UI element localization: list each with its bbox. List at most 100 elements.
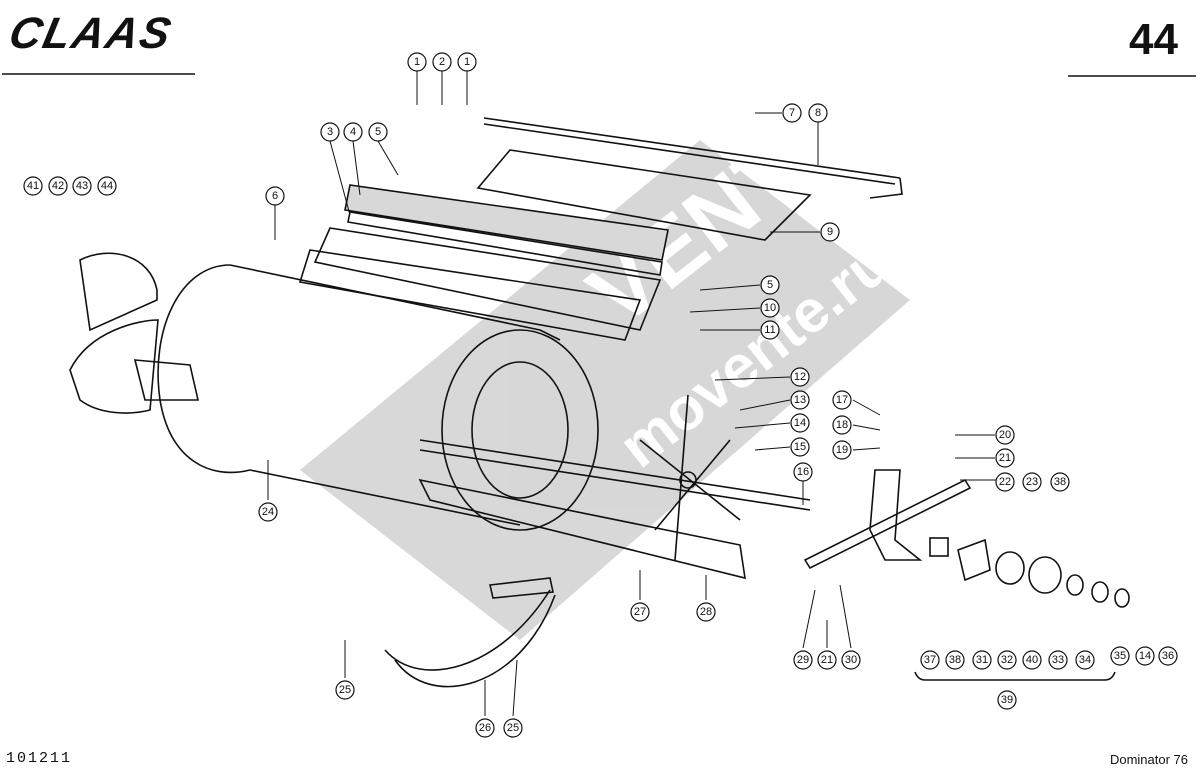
callout-3: 3 [320,122,340,142]
callout-2: 2 [432,52,452,72]
callout-label: 1 [414,56,420,68]
callout-circle [320,122,340,142]
callout-33: 33 [1048,650,1068,670]
callout-28: 28 [696,602,716,622]
callout-34: 34 [1075,650,1095,670]
callout-label: 1 [464,56,470,68]
callout-circle [1075,650,1095,670]
callout-circle [793,650,813,670]
callout-circle [760,275,780,295]
callout-circle [368,122,388,142]
callout-circle [995,472,1015,492]
callout-label: 29 [797,654,809,666]
callout-circle [1048,650,1068,670]
callout-circle [1110,646,1130,666]
callout-20: 20 [995,425,1015,445]
callout-label: 9 [827,226,833,238]
arm-part-22 [803,478,972,570]
page-number: 44 [1129,15,1178,64]
callout-label: 7 [789,107,795,119]
callout-circle [997,650,1017,670]
leader-lines [267,71,1008,717]
callout-circle [343,122,363,142]
callout-6: 6 [265,186,285,206]
callout-label: 5 [767,279,773,291]
callout-9: 9 [820,222,840,242]
callout-label: 16 [797,466,809,478]
callout-label: 44 [101,180,113,192]
callout-19: 19 [832,440,852,460]
callout-label: 34 [1079,654,1091,666]
callout-circle [760,320,780,340]
callout-circle [820,222,840,242]
callout-1: 1 [407,52,427,72]
callout-label: 6 [272,190,278,202]
callout-label: 18 [836,419,848,431]
callout-label: 38 [1054,476,1066,488]
callout-label: 27 [634,606,646,618]
callout-25: 25 [335,680,355,700]
callout-12: 12 [790,367,810,387]
callout-32: 32 [997,650,1017,670]
callout-36: 36 [1158,646,1178,666]
callout-circle [258,502,278,522]
callout-circle [630,602,650,622]
callout-circle [995,425,1015,445]
callout-label: 2 [439,56,445,68]
callout-label: 21 [821,654,833,666]
callout-circle [457,52,477,72]
callout-circle [793,462,813,482]
callout-label: 17 [836,394,848,406]
callout-circle [1050,472,1070,492]
callout-circle [407,52,427,72]
callout-15: 15 [790,437,810,457]
callout-circle [997,690,1017,710]
callout-circle [832,440,852,460]
callout-35: 35 [1110,646,1130,666]
callout-label: 42 [52,180,64,192]
callout-label: 11 [764,324,775,336]
callout-24: 24 [258,502,278,522]
callout-circle [1022,472,1042,492]
callout-label: 20 [999,429,1011,441]
callout-label: 14 [1139,650,1151,662]
callout-30: 30 [841,650,861,670]
callout-label: 12 [794,371,806,383]
callout-label: 40 [1026,654,1038,666]
callout-label: 21 [999,452,1011,464]
callout-5: 5 [760,275,780,295]
callout-label: 25 [339,684,351,696]
callout-8: 8 [808,103,828,123]
callout-40: 40 [1022,650,1042,670]
callout-42: 42 [48,176,68,196]
callout-label: 41 [27,180,39,192]
callout-circle [782,103,802,123]
callout-label: 33 [1052,654,1064,666]
callout-circle [808,103,828,123]
callout-circle [335,680,355,700]
callout-circle [48,176,68,196]
callout-circle [475,718,495,738]
callout-21: 21 [817,650,837,670]
callout-label: 28 [700,606,712,618]
callout-circle [790,367,810,387]
callout-11: 11 [760,320,780,340]
callout-circle [790,437,810,457]
parts-drawing [69,117,1130,688]
callout-label: 4 [350,126,356,138]
callout-label: 8 [815,107,821,119]
callout-circle [1158,646,1178,666]
header-rules [2,73,1196,77]
bearing-assembly-39 [914,537,1130,681]
callout-26: 26 [475,718,495,738]
strip-part-3 [347,211,663,276]
callout-41: 41 [23,176,43,196]
callout-22: 22 [995,472,1015,492]
callout-5: 5 [368,122,388,142]
callout-label: 25 [507,722,519,734]
callout-circle [696,602,716,622]
callout-label: 37 [924,654,936,666]
callout-label: 35 [1114,650,1126,662]
